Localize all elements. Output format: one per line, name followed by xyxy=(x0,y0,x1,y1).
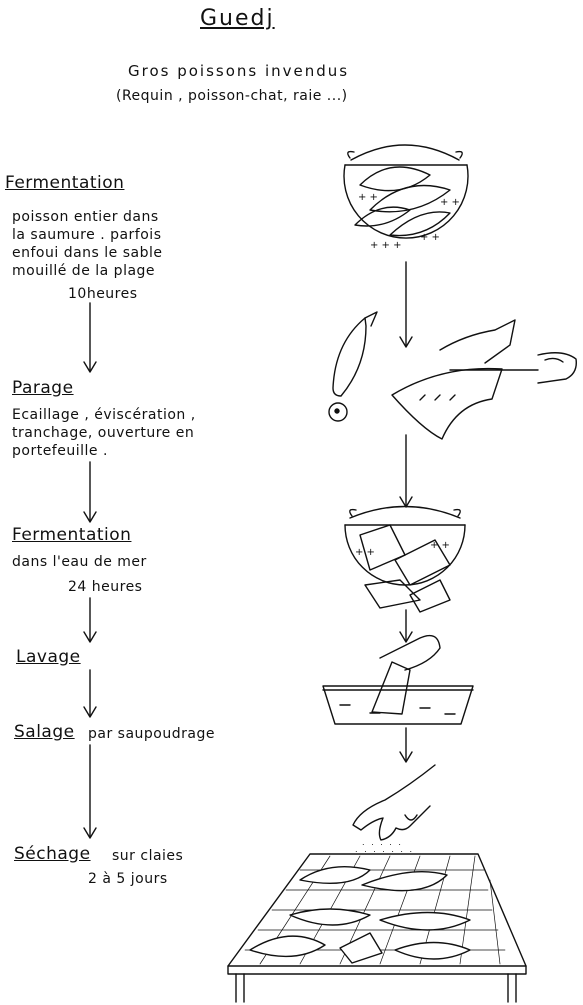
step-fermentation-2-description: dans l'eau de mer xyxy=(12,554,147,570)
svg-text:+ + +: + + + xyxy=(370,240,402,251)
svg-text:+ +: + + xyxy=(440,197,460,208)
step-salage-label: Salage xyxy=(14,722,75,742)
desc-line: mouillé de la plage xyxy=(12,263,156,279)
desc-line: portefeuille . xyxy=(12,443,108,459)
desc-line: la saumure . parfois xyxy=(12,227,162,243)
svg-text:+ +: + + xyxy=(420,232,440,243)
step-fermentation-2-duration: 24 heures xyxy=(68,579,143,595)
arrow-down-icon xyxy=(83,597,97,643)
diagram-title: Guedj xyxy=(200,6,275,31)
desc-line: Ecaillage , éviscération , xyxy=(12,407,196,423)
subtitle-fish-examples: (Requin , poisson-chat, raie ...) xyxy=(116,88,348,104)
washing-basin-icon xyxy=(322,634,474,725)
svg-text:+ +: + + xyxy=(355,547,375,558)
seawater-bowl-icon: + + + + xyxy=(344,505,466,613)
whole-fish-icon xyxy=(328,311,378,422)
left-flow-arrows xyxy=(83,302,97,839)
step-fermentation-2-label: Fermentation xyxy=(12,525,132,545)
svg-text:. . . . .: . . . . . xyxy=(362,838,403,847)
step-sechage-method: sur claies xyxy=(112,848,184,864)
filleting-hand-icon xyxy=(391,319,577,440)
arrow-down-icon xyxy=(83,461,97,523)
step-sechage-label: Séchage xyxy=(14,844,91,864)
step-fermentation-1-description: poisson entier dans la saumure . parfois… xyxy=(12,208,163,280)
svg-text:+ +: + + xyxy=(358,192,378,203)
desc-line: poisson entier dans xyxy=(12,209,159,225)
salting-hand-icon: . . . . . . . . . . . . xyxy=(352,764,436,854)
drying-rack-icon xyxy=(227,853,527,1003)
step-sechage-duration: 2 à 5 jours xyxy=(88,871,168,887)
arrow-down-icon xyxy=(399,609,413,643)
arrow-down-icon xyxy=(83,302,97,373)
arrow-down-icon xyxy=(399,261,413,348)
arrow-down-icon xyxy=(83,744,97,839)
brine-bowl-icon: + + + + + + + + + xyxy=(343,144,469,251)
desc-line: enfoui dans le sable xyxy=(12,245,163,261)
step-salage-method: par saupoudrage xyxy=(88,726,215,742)
arrow-down-icon xyxy=(83,669,97,718)
step-parage-label: Parage xyxy=(12,378,74,398)
step-parage-description: Ecaillage , éviscération , tranchage, ou… xyxy=(12,406,196,460)
arrow-down-icon xyxy=(399,727,413,763)
step-lavage-label: Lavage xyxy=(16,647,81,667)
desc-line: tranchage, ouverture en xyxy=(12,425,195,441)
svg-text:+ +: + + xyxy=(430,540,450,551)
step-fermentation-1-duration: 10heures xyxy=(68,286,138,302)
step-fermentation-1-label: Fermentation xyxy=(5,173,125,193)
subtitle-fish-type: Gros poissons invendus xyxy=(128,62,350,80)
svg-text:. . . . . . .: . . . . . . . xyxy=(355,845,414,854)
arrow-down-icon xyxy=(399,434,413,508)
